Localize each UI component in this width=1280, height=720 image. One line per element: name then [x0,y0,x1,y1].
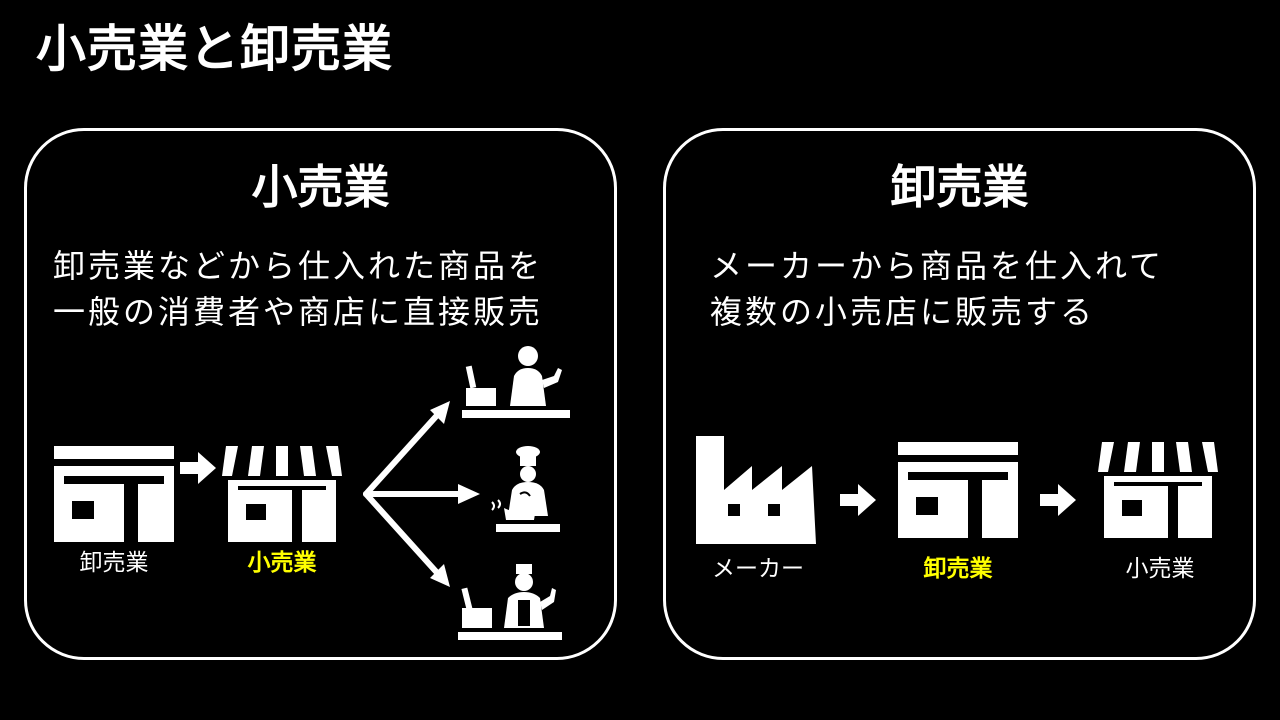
clerk-at-register-icon [462,346,570,418]
retail-label-wholesale: 卸売業 [79,550,149,576]
wholesale-label-maker: メーカー [712,556,804,582]
retail-desc-line-2: 一般の消費者や商店に直接販売 [53,293,544,331]
wholesale-panel: 卸売業 メーカーから商品を仕入れて 複数の小売店に販売する [663,128,1256,660]
wholesale-desc-line-1: メーカーから商品を仕入れて [710,247,1165,285]
wholesale-store-icon [54,446,174,542]
retail-shop-icon [222,446,342,542]
wholesale-label-wholesale: 卸売業 [923,556,993,582]
arrow-icon [1040,484,1076,516]
arrow-icon [180,452,216,484]
wholesale-store-icon [898,442,1018,538]
distribution-arrows [363,401,480,587]
arrow-icon [840,484,876,516]
wholesale-desc-line-2: 複数の小売店に販売する [710,293,1096,331]
wholesale-label-retail: 小売業 [1125,556,1195,582]
retail-shop-icon [1098,442,1218,538]
wholesale-description: メーカーから商品を仕入れて 複数の小売店に販売する [710,243,1164,335]
page-title: 小売業と卸売業 [36,20,393,78]
factory-icon [696,436,816,544]
vendor-at-counter-icon [458,564,562,640]
retail-label-retail: 小売業 [247,550,317,576]
retail-desc-line-1: 卸売業などから仕入れた商品を [53,247,544,285]
wholesale-heading: 卸売業 [890,160,1029,214]
retail-heading: 小売業 [251,160,390,214]
retail-description: 卸売業などから仕入れた商品を 一般の消費者や商店に直接販売 [53,243,543,335]
retail-panel: 小売業 卸売業などから仕入れた商品を 一般の消費者や商店に直接販売 [24,128,617,660]
chef-icon [491,446,560,532]
